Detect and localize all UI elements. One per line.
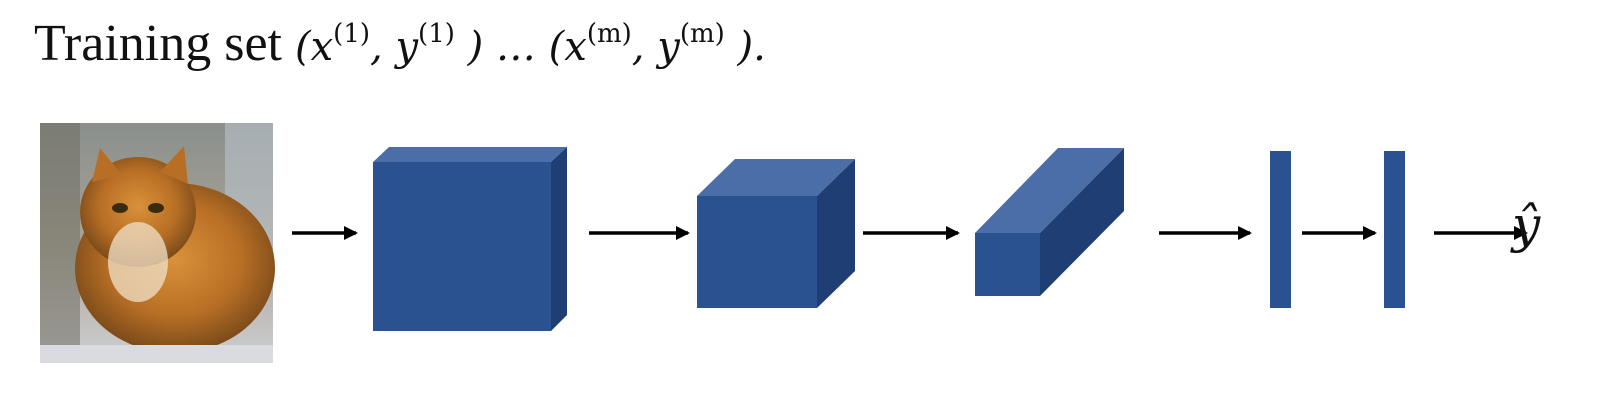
cat-photo (40, 123, 275, 363)
title-lead: Training set (34, 15, 282, 72)
training-set-formula: (x(1), y(1) ) … (x(m), y(m) ). (295, 19, 766, 70)
fc-layer-2 (1384, 151, 1405, 308)
slide-title: Training set (x(1), y(1) ) … (x(m), y(m)… (34, 14, 766, 73)
fc-layer-1 (1270, 151, 1291, 308)
conv-volume-2 (697, 159, 855, 308)
conv-volume-1 (373, 147, 567, 331)
output-label: ŷ (1512, 196, 1541, 254)
conv-volume-3 (975, 148, 1124, 296)
